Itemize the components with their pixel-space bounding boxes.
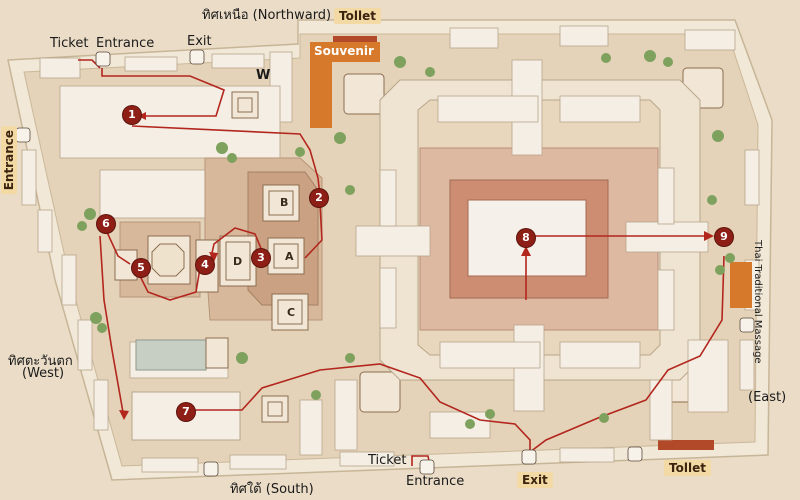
stop-1[interactable]: 1 xyxy=(123,106,141,124)
shrine-5-octagon xyxy=(151,243,185,277)
stop-3[interactable]: 3 xyxy=(252,249,270,267)
massage-building xyxy=(730,262,752,308)
toilet-top-bar xyxy=(333,36,377,42)
entrance-label-north: Entrance xyxy=(96,36,155,51)
building-b-label: B xyxy=(280,196,289,209)
stop-8[interactable]: 8 xyxy=(517,229,535,247)
gates xyxy=(15,49,755,477)
thai-massage-label: Thai Traditional Massage xyxy=(752,240,763,364)
building-a-label: A xyxy=(285,250,294,263)
trees xyxy=(77,50,735,429)
building-d-label: D xyxy=(233,255,243,268)
stop-9[interactable]: 9 xyxy=(715,228,733,246)
stop-4[interactable]: 4 xyxy=(196,256,214,274)
direction-north: ทิศเหนือ (Northward) xyxy=(202,8,332,23)
direction-west-thai: ทิศตะวันตก xyxy=(8,354,73,369)
stop-2[interactable]: 2 xyxy=(310,189,328,207)
ticket-label-south: Ticket xyxy=(368,453,407,468)
direction-west: (West) xyxy=(22,366,65,381)
w-mark: W xyxy=(256,68,271,83)
ticket-label-north: Ticket xyxy=(50,36,89,51)
pagodas xyxy=(219,184,309,331)
entrance-label-south: Entrance xyxy=(406,474,465,489)
stop-6[interactable]: 6 xyxy=(97,215,115,233)
stop-7[interactable]: 7 xyxy=(177,403,195,421)
souvenir-shop: Souvenir xyxy=(310,42,380,128)
building-c-label: C xyxy=(287,306,296,319)
exit-label-north: Exit xyxy=(187,34,212,49)
exit-label-south: Exit xyxy=(517,472,553,488)
direction-south: ทิศใต้ (South) xyxy=(230,482,314,497)
pond-hall xyxy=(205,337,229,369)
entrance-label-west: Entrance xyxy=(1,126,17,195)
toilet-bottom-bar xyxy=(658,440,714,450)
toilet-label-north: Tollet xyxy=(334,8,381,24)
visitor-route xyxy=(78,59,725,467)
pond-area xyxy=(135,339,207,371)
toilet-label-south: Tollet xyxy=(664,460,711,476)
souvenir-label: Souvenir xyxy=(314,44,374,58)
cloister-wings xyxy=(299,59,729,456)
direction-east: (East) xyxy=(748,390,787,405)
stop-5[interactable]: 5 xyxy=(132,259,150,277)
small-pavilions xyxy=(231,91,289,423)
